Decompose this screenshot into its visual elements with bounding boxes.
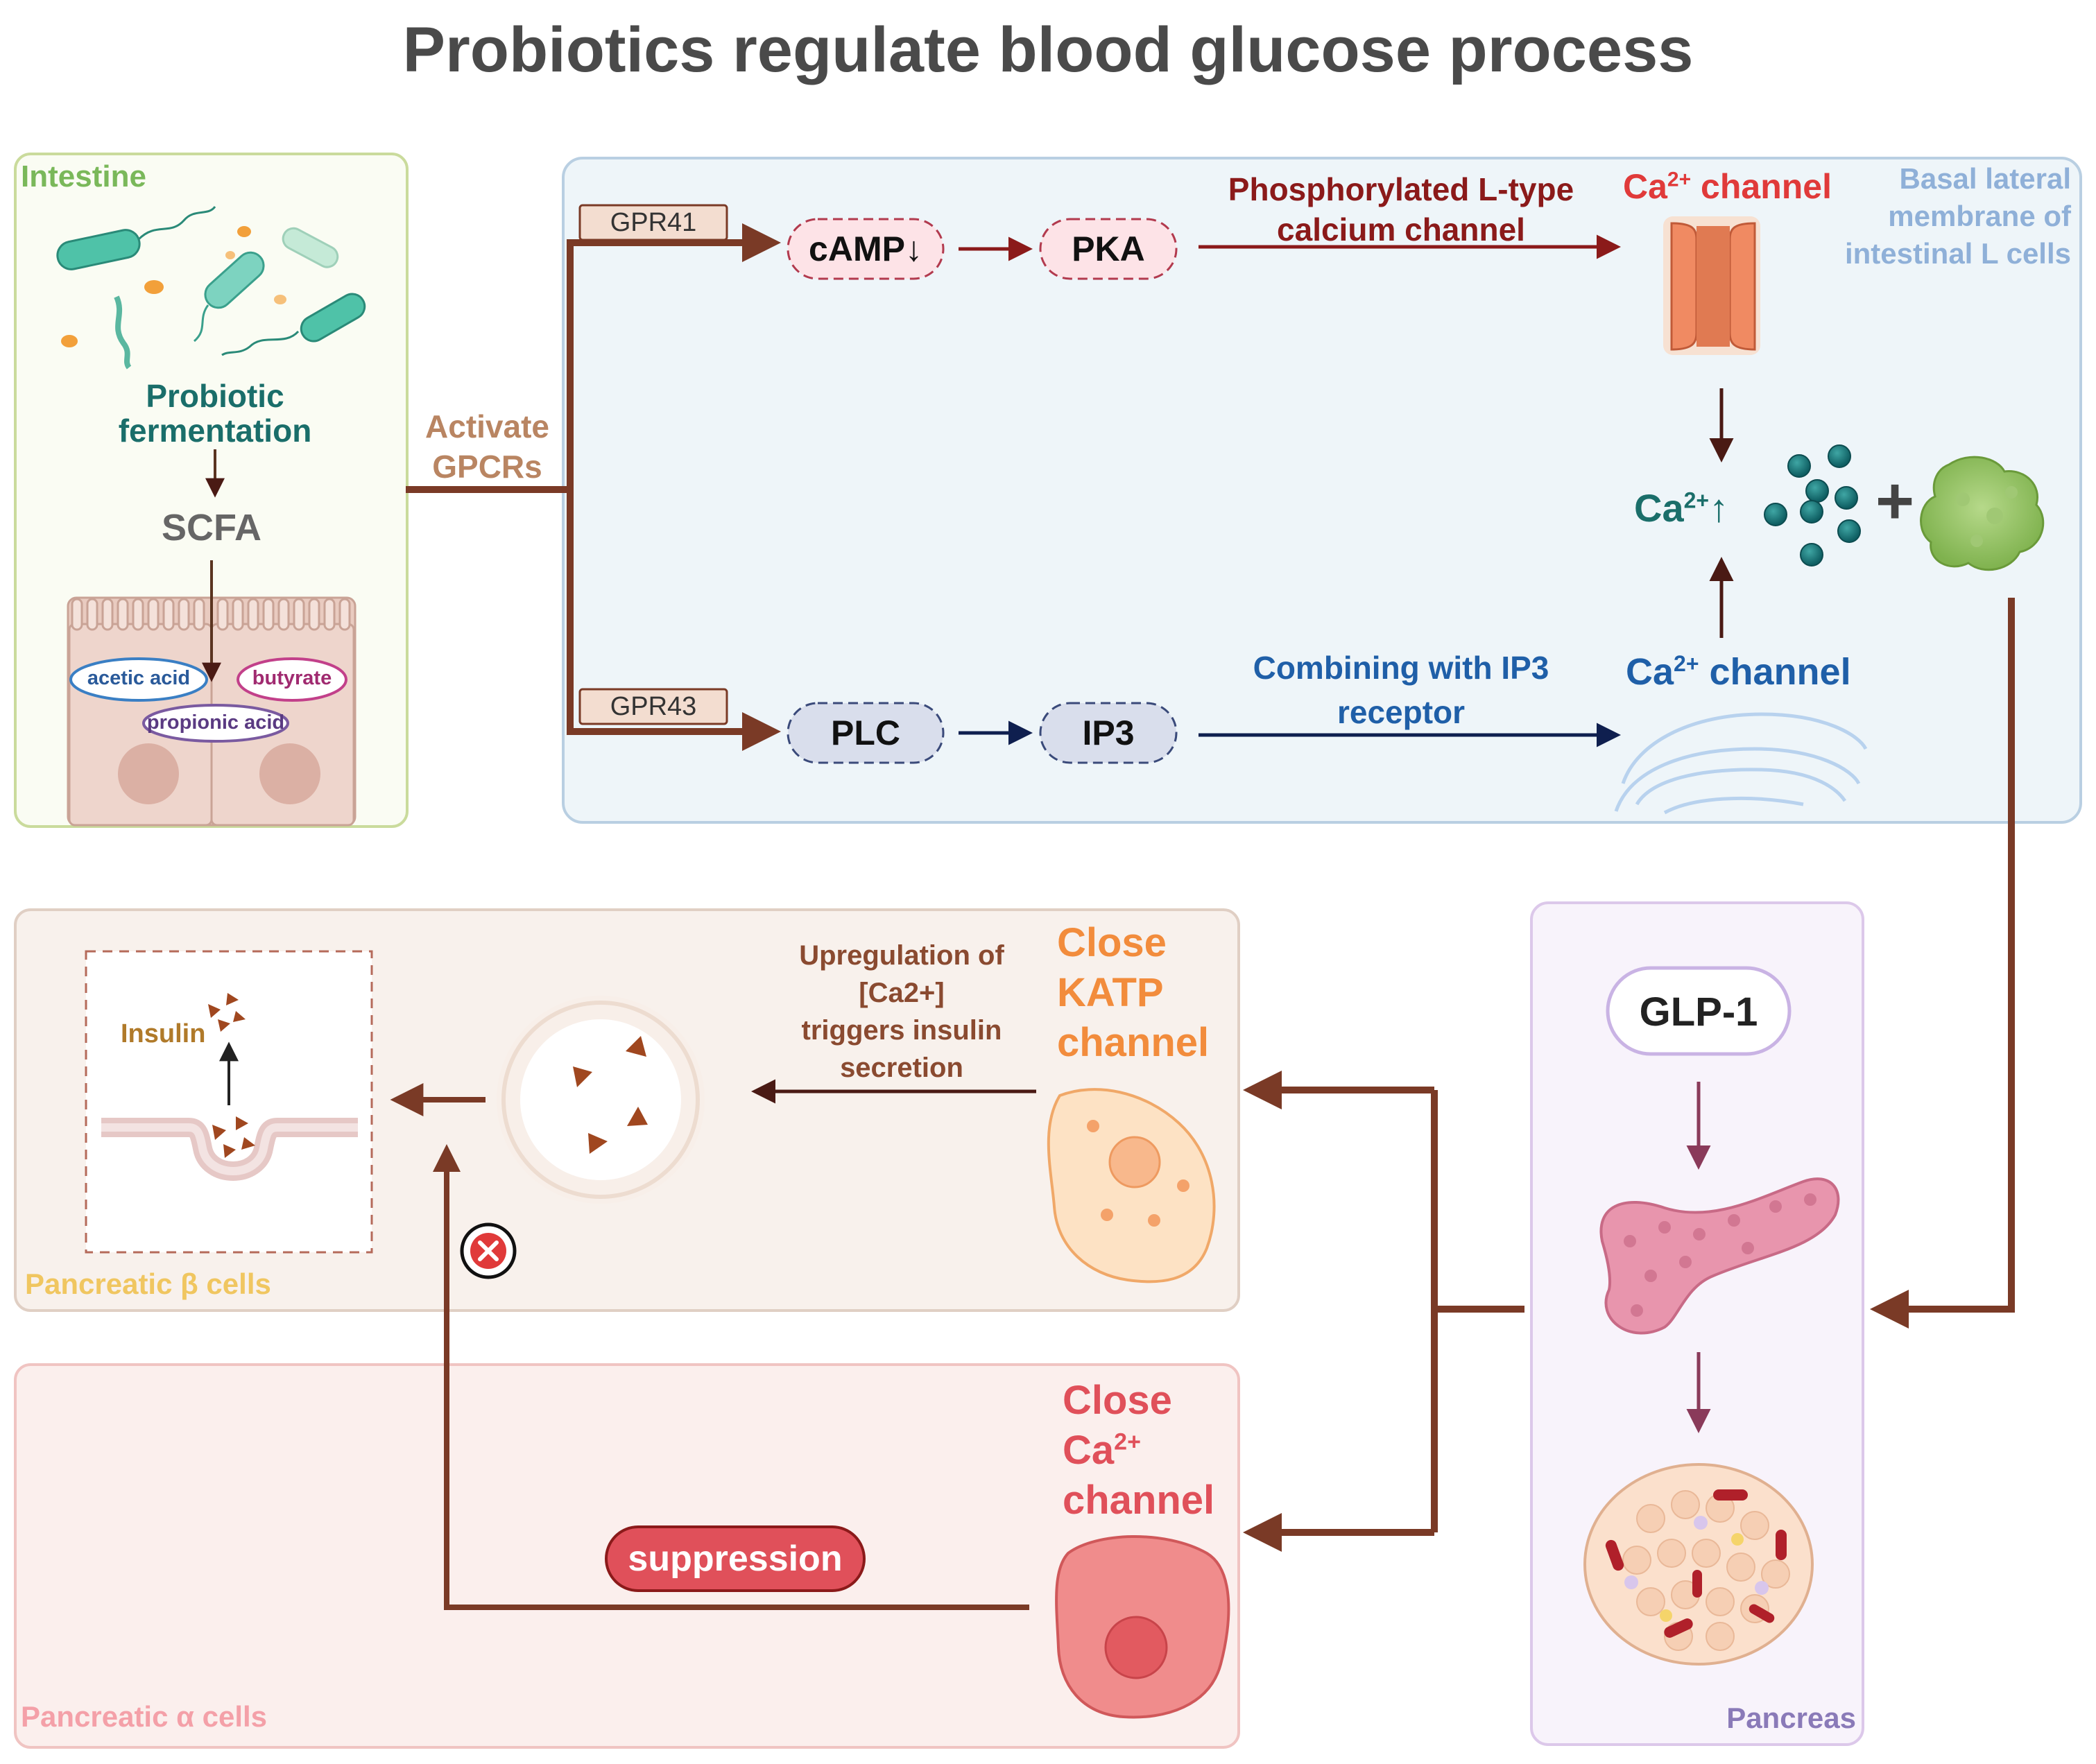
bacterium [56,229,141,270]
pancreas-organ-icon [1599,1177,1840,1335]
butyrate-pill [237,657,347,702]
particle [225,251,235,259]
close-katp-label-line2: KATP [1057,970,1164,1015]
flagellum [221,330,300,356]
gpcr-branch-arrows [406,239,749,735]
suppression-pill [605,1525,866,1592]
fermentation-label-line1: Probiotic [146,378,284,414]
plc-pill [787,702,945,764]
gpr43-label: GPR43 [610,692,697,721]
pka-pill [1039,218,1178,280]
insulin-granule-icon [497,996,705,1204]
beta-cell-icon [1047,1088,1216,1283]
fermentation-label-line2: fermentation [118,413,312,449]
propionic-acid-pill [142,704,289,743]
glp1-label: GLP-1 [1639,989,1758,1035]
camp-pill [787,218,945,280]
close-ca-label-line1: Close [1063,1378,1172,1423]
camp-label: cAMP↓ [809,230,922,268]
flagellum [114,295,132,370]
insulin-label: Insulin [121,1019,206,1048]
flagellum [193,304,209,343]
propionic-acid-label: propionic acid [146,711,285,734]
bacterium [204,251,265,309]
inhibit-icon [460,1222,517,1279]
bacteria-illustration [56,205,366,370]
calcium-ions [1764,444,1861,567]
pancreas-to-cells-arrows [1275,1087,1524,1536]
pancreas-label: Pancreas [1726,1702,1856,1734]
butyrate-label: butyrate [252,667,332,689]
activate-label-line2: GPCRs [432,449,542,485]
nucleus [259,743,320,804]
acetic-acid-label: acetic acid [87,667,191,689]
upregulation-label-line1: Upregulation of [799,940,1004,971]
close-katp-label-line1: Close [1057,920,1167,965]
membrane-exocytosis-icon [101,993,358,1181]
basal-membrane-label-line2: membrane of [1888,200,2071,232]
ip3-pill [1039,702,1178,764]
close-ca-label-line2: Ca2+ [1063,1428,1141,1473]
gpr41-label: GPR41 [610,208,697,237]
upregulation-label-line3: triggers insulin [801,1015,1002,1046]
ca-increase-label: Ca2+↑ [1634,486,1729,530]
combining-label-line2: receptor [1337,694,1466,730]
particle [144,280,164,294]
gpr43-tag [578,688,728,725]
basal-membrane-label-line1: Basal lateral [1899,162,2072,195]
basal-membrane-label-line3: intestinal L cells [1844,237,2071,270]
calcium-channel-icon [1663,216,1760,355]
upregulation-label-line4: secretion [840,1053,963,1083]
flagellum [137,205,216,241]
alpha-cells-label: Pancreatic α cells [21,1700,268,1733]
bacterium [300,293,366,343]
alpha-cell-icon [1055,1535,1230,1719]
pka-label: PKA [1072,230,1145,268]
plus-sign: + [1875,464,1915,538]
endoplasmic-reticulum-icon [1614,712,1868,815]
acetic-acid-pill [69,657,208,702]
suppression-arrow [444,1165,1029,1610]
particle [274,295,286,304]
particle [61,335,78,347]
particle [237,226,251,237]
glp1-pill [1606,966,1792,1056]
islet-icon [1583,1463,1814,1666]
close-katp-label-line3: channel [1057,1020,1210,1065]
page-title: Probiotics regulate blood glucose proces… [402,15,1694,85]
suppression-label: suppression [628,1539,843,1579]
intestine-label: Intestine [21,159,146,193]
beta-cells-label: Pancreatic β cells [25,1268,271,1300]
phosphorylated-label-line2: calcium channel [1277,211,1525,248]
ip3-label: IP3 [1082,714,1135,752]
scfa-label: SCFA [161,507,262,548]
close-ca-label-line3: channel [1063,1478,1215,1523]
combining-label-line1: Combining with IP3 [1253,650,1549,686]
activate-label-line1: Activate [425,408,549,444]
glp1-vesicle-icon [1920,456,2045,571]
gpr41-tag [578,204,728,241]
nucleus [118,743,179,804]
bacterium [282,227,339,268]
upregulation-label-line2: [Ca2+] [859,978,945,1008]
ca-channel-bottom-label: Ca2+ channel [1626,651,1851,693]
l-cell-to-pancreas-arrow [1900,598,2015,1313]
phosphorylated-label-line1: Phosphorylated L-type [1228,171,1574,207]
ca-channel-top-label: Ca2+ channel [1623,167,1832,206]
plc-label: PLC [831,714,900,752]
